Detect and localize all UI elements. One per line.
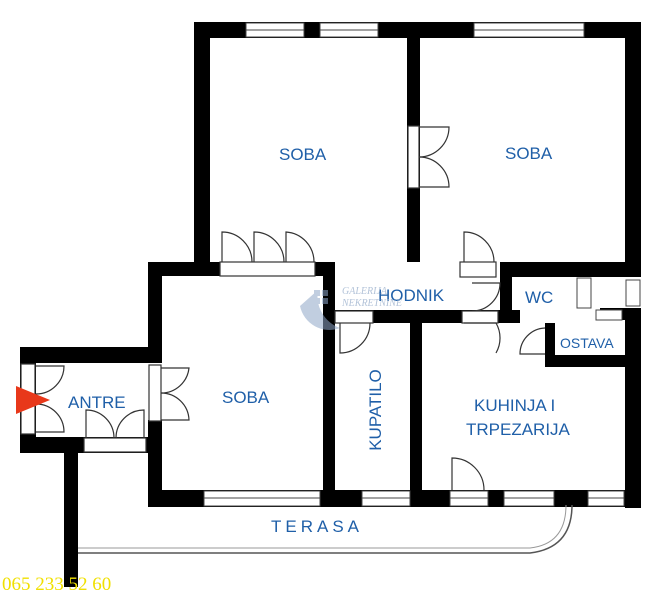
room-label-terasa: TERASA (271, 517, 364, 536)
entrance-arrow-icon (16, 386, 50, 414)
terrace-outline (78, 504, 573, 554)
agency-logo-icon (300, 290, 340, 330)
room-label-kuhinja-line2: TRPEZARIJA (466, 420, 570, 439)
room-label-hodnik: HODNIK (378, 286, 445, 305)
window-lines (204, 29, 624, 499)
room-label-kuhinja-line1: KUHINJA I (474, 396, 556, 415)
room-label-wc: WC (525, 288, 554, 307)
phone-number: 065 233 52 60 (2, 574, 112, 595)
room-label-kupatilo: KUPATILO (366, 369, 385, 451)
room-label-ostava: OSTAVA (560, 335, 614, 351)
room-label-antre: ANTRE (68, 393, 126, 412)
watermark-line2: NEKRETNINE (342, 298, 403, 309)
room-label-soba-middle: SOBA (222, 388, 270, 407)
room-label-soba-top-right: SOBA (505, 144, 553, 163)
terrace-outline-inner (78, 504, 567, 549)
watermark-text: GALERIJA NEKRETNINE (342, 286, 402, 310)
room-label-soba-top-left: SOBA (279, 145, 327, 164)
watermark-line1: GALERIJA (342, 286, 387, 297)
